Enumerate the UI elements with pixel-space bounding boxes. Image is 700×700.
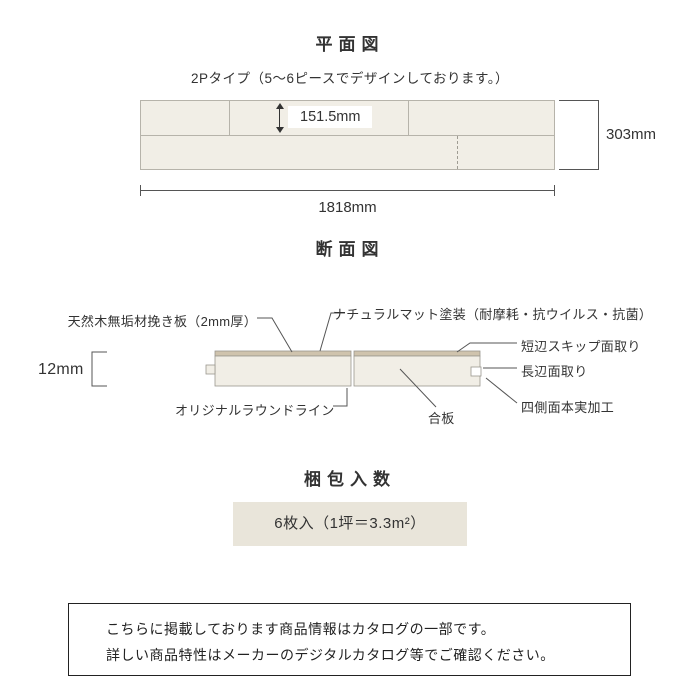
label-thickness: 12mm (38, 361, 84, 378)
leader-roundline (333, 388, 348, 407)
plan-view-subtitle: 2Pタイプ（5～6ピースでデザインしております。） (191, 71, 509, 86)
plan-view-title: 平面図 (315, 35, 385, 54)
leader-short-chamfer (456, 342, 517, 353)
veneer-layer-left (214, 350, 352, 357)
plan-diagram: 151.5mm (140, 100, 555, 170)
tongue-profile (205, 364, 216, 375)
label-plywood: 合板 (428, 411, 455, 426)
length-dim-line (140, 190, 555, 191)
leader-tongue-groove (485, 377, 518, 404)
plank-body-left (214, 355, 352, 387)
height-dim-tick-top (559, 100, 599, 101)
plank-cut-dashed-line (457, 136, 458, 169)
height-dim-tick-bottom (559, 169, 599, 170)
section-view-title: 断面図 (315, 240, 385, 259)
thickness-bracket (91, 351, 107, 387)
notice-line-2: 詳しい商品特性はメーカーのデジタルカタログ等でご確認ください。 (106, 647, 555, 663)
label-short-chamfer: 短辺スキップ面取り (521, 339, 641, 354)
notice-line-1: こちらに掲載しております商品情報はカタログの一部です。 (106, 621, 496, 637)
label-tongue-groove: 四側面本実加工 (521, 400, 615, 415)
plank-body-right (353, 355, 481, 387)
arrow-down-icon (276, 127, 284, 133)
height-dimension: 303mm (606, 126, 657, 143)
label-long-chamfer: 長辺面取り (521, 364, 588, 379)
length-dim-tick-left (140, 185, 141, 196)
packaging-quantity-box: 6枚入（1坪＝3.3m²） (233, 502, 467, 546)
length-dim-tick-right (554, 185, 555, 196)
leader-veneer (257, 317, 293, 353)
height-dim-line (598, 100, 599, 170)
arrow-up-icon (276, 103, 284, 109)
veneer-layer-right (353, 350, 481, 357)
label-veneer: 天然木無垢材挽き板（2mm厚） (67, 314, 257, 329)
plank-joint-line (408, 101, 409, 135)
label-roundline: オリジナルラウンドライン (175, 403, 335, 418)
piece-width-dimension: 151.5mm (288, 106, 373, 128)
packaging-title: 梱包入数 (304, 470, 396, 489)
plank-joint-line (229, 101, 230, 135)
plank-row-divider (141, 135, 554, 136)
leader-plywood (399, 368, 437, 408)
groove-profile (470, 366, 482, 377)
length-dimension: 1818mm (318, 199, 377, 216)
notice-box: こちらに掲載しております商品情報はカタログの一部です。 詳しい商品特性はメーカー… (68, 603, 631, 676)
piece-width-arrow (279, 107, 280, 129)
label-coating: ナチュラルマット塗装（耐摩耗・抗ウイルス・抗菌） (333, 307, 653, 322)
